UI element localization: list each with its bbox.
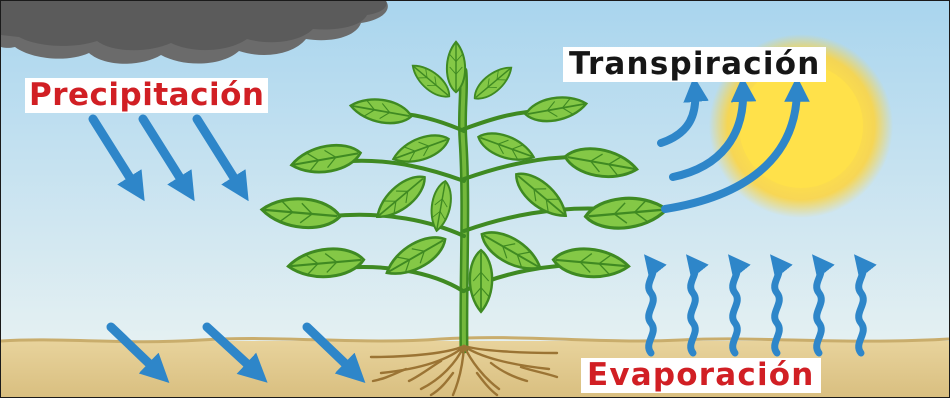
- precipitation-label: Precipitación: [25, 78, 268, 113]
- transpiration-label: Transpiración: [563, 47, 826, 82]
- evaporation-label: Evaporación: [581, 358, 821, 393]
